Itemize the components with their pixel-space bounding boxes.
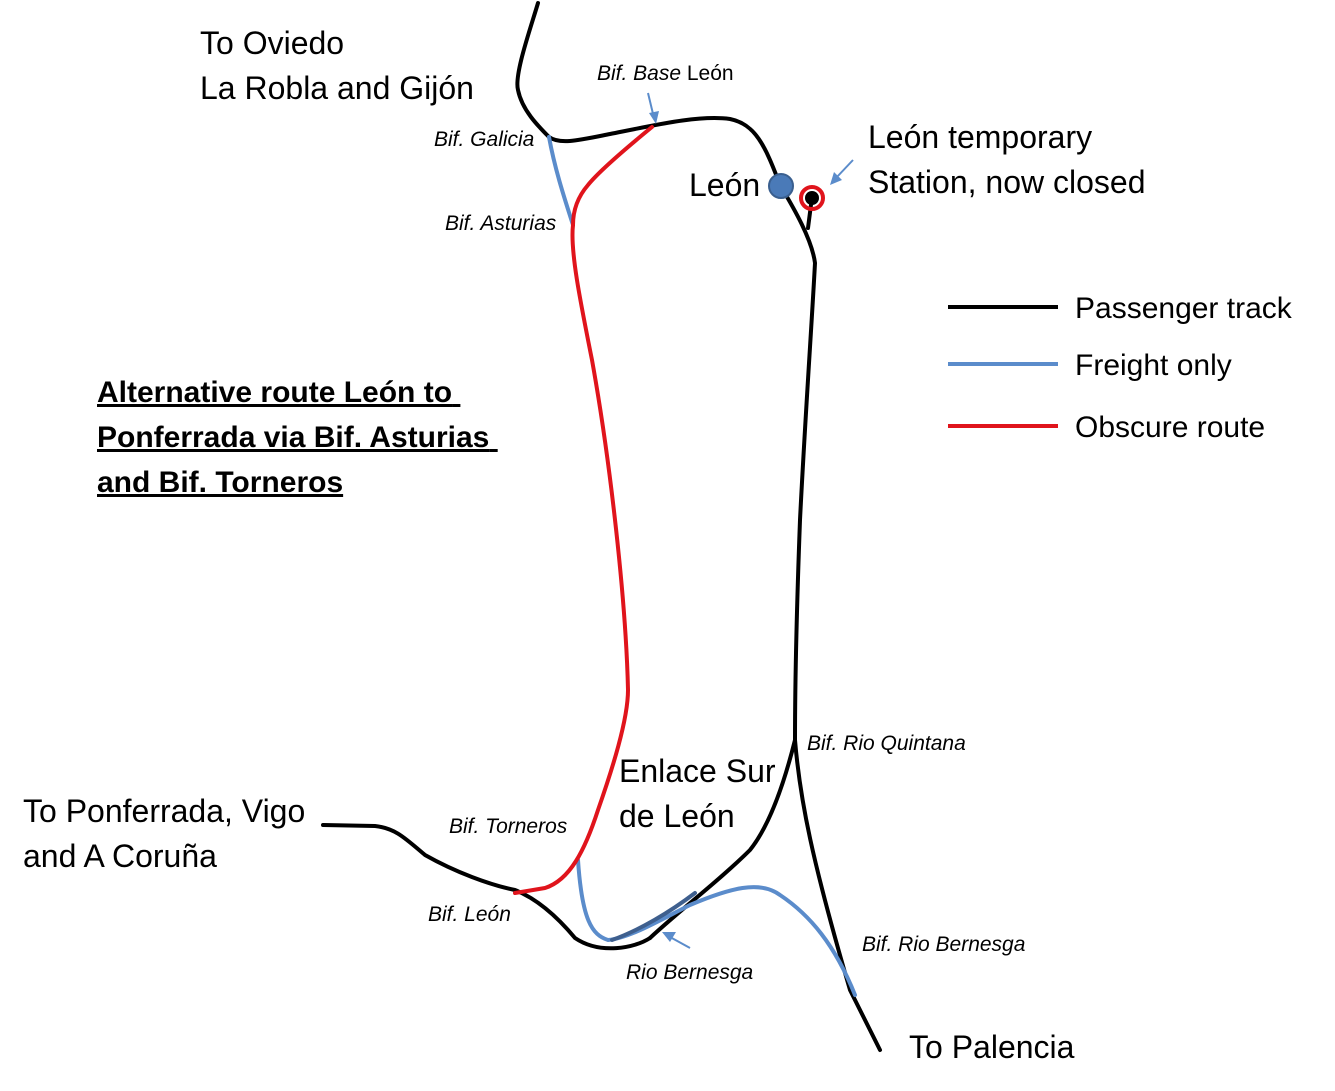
tracks	[321, 1, 882, 1052]
pointer-arrows	[647, 92, 854, 949]
label-bif-rio-quintana: Bif. Rio Quintana	[807, 732, 966, 755]
obscure-route-base-leon-asturias	[571, 125, 654, 227]
destination-ponferrada: To Ponferrada, Vigo and A Coruña	[23, 793, 314, 874]
label-bif-leon: Bif. León	[428, 903, 511, 926]
label-leon-station: León	[689, 167, 760, 203]
freight-track-bernesga-link	[610, 891, 697, 942]
arrow-rio-bernesga	[669, 936, 691, 949]
freight-track-galicia-asturias	[547, 135, 575, 227]
leon-station-dot	[768, 173, 794, 199]
label-enlace-sur: Enlace Sur de León	[619, 753, 784, 834]
arrow-temporary-station	[835, 159, 854, 179]
alternative-route-title: Alternative route León to Ponferrada via…	[97, 376, 498, 499]
temporary-station-dot	[805, 191, 819, 205]
label-bif-rio-bernesga: Bif. Rio Bernesga	[862, 933, 1025, 956]
passenger-track-north-mainline	[515, 1, 551, 139]
legend-label-passenger: Passenger track	[1075, 292, 1293, 325]
label-bif-galicia: Bif. Galicia	[434, 128, 534, 151]
label-rio-bernesga: Rio Bernesga	[626, 961, 753, 984]
passenger-track-to-ponferrada	[321, 823, 652, 951]
freight-track-torneros-bernesga	[576, 858, 857, 997]
legend: Passenger track Freight only Obscure rou…	[948, 292, 1293, 444]
destination-palencia: To Palencia	[909, 1029, 1075, 1065]
passenger-track-leon-south	[778, 183, 817, 742]
label-bif-asturias: Bif. Asturias	[445, 212, 557, 235]
passenger-track-to-palencia	[793, 738, 882, 1052]
obscure-route-asturias-torneros	[513, 223, 630, 895]
legend-label-freight: Freight only	[1075, 349, 1232, 382]
label-bif-torneros: Bif. Torneros	[449, 815, 568, 838]
arrow-head-base-leon	[649, 111, 659, 124]
arrow-head-temporary-station	[830, 172, 842, 185]
legend-label-obscure: Obscure route	[1075, 411, 1265, 444]
temporary-station-ring	[799, 185, 825, 211]
label-bif-base-leon: Bif. Base León	[597, 62, 734, 85]
arrow-head-rio-bernesga	[662, 932, 676, 942]
label-temporary-station: León temporary Station, now closed	[868, 119, 1146, 200]
passenger-track-leon-arc	[547, 116, 782, 187]
destination-oviedo: To Oviedo La Robla and Gijón	[200, 25, 474, 106]
